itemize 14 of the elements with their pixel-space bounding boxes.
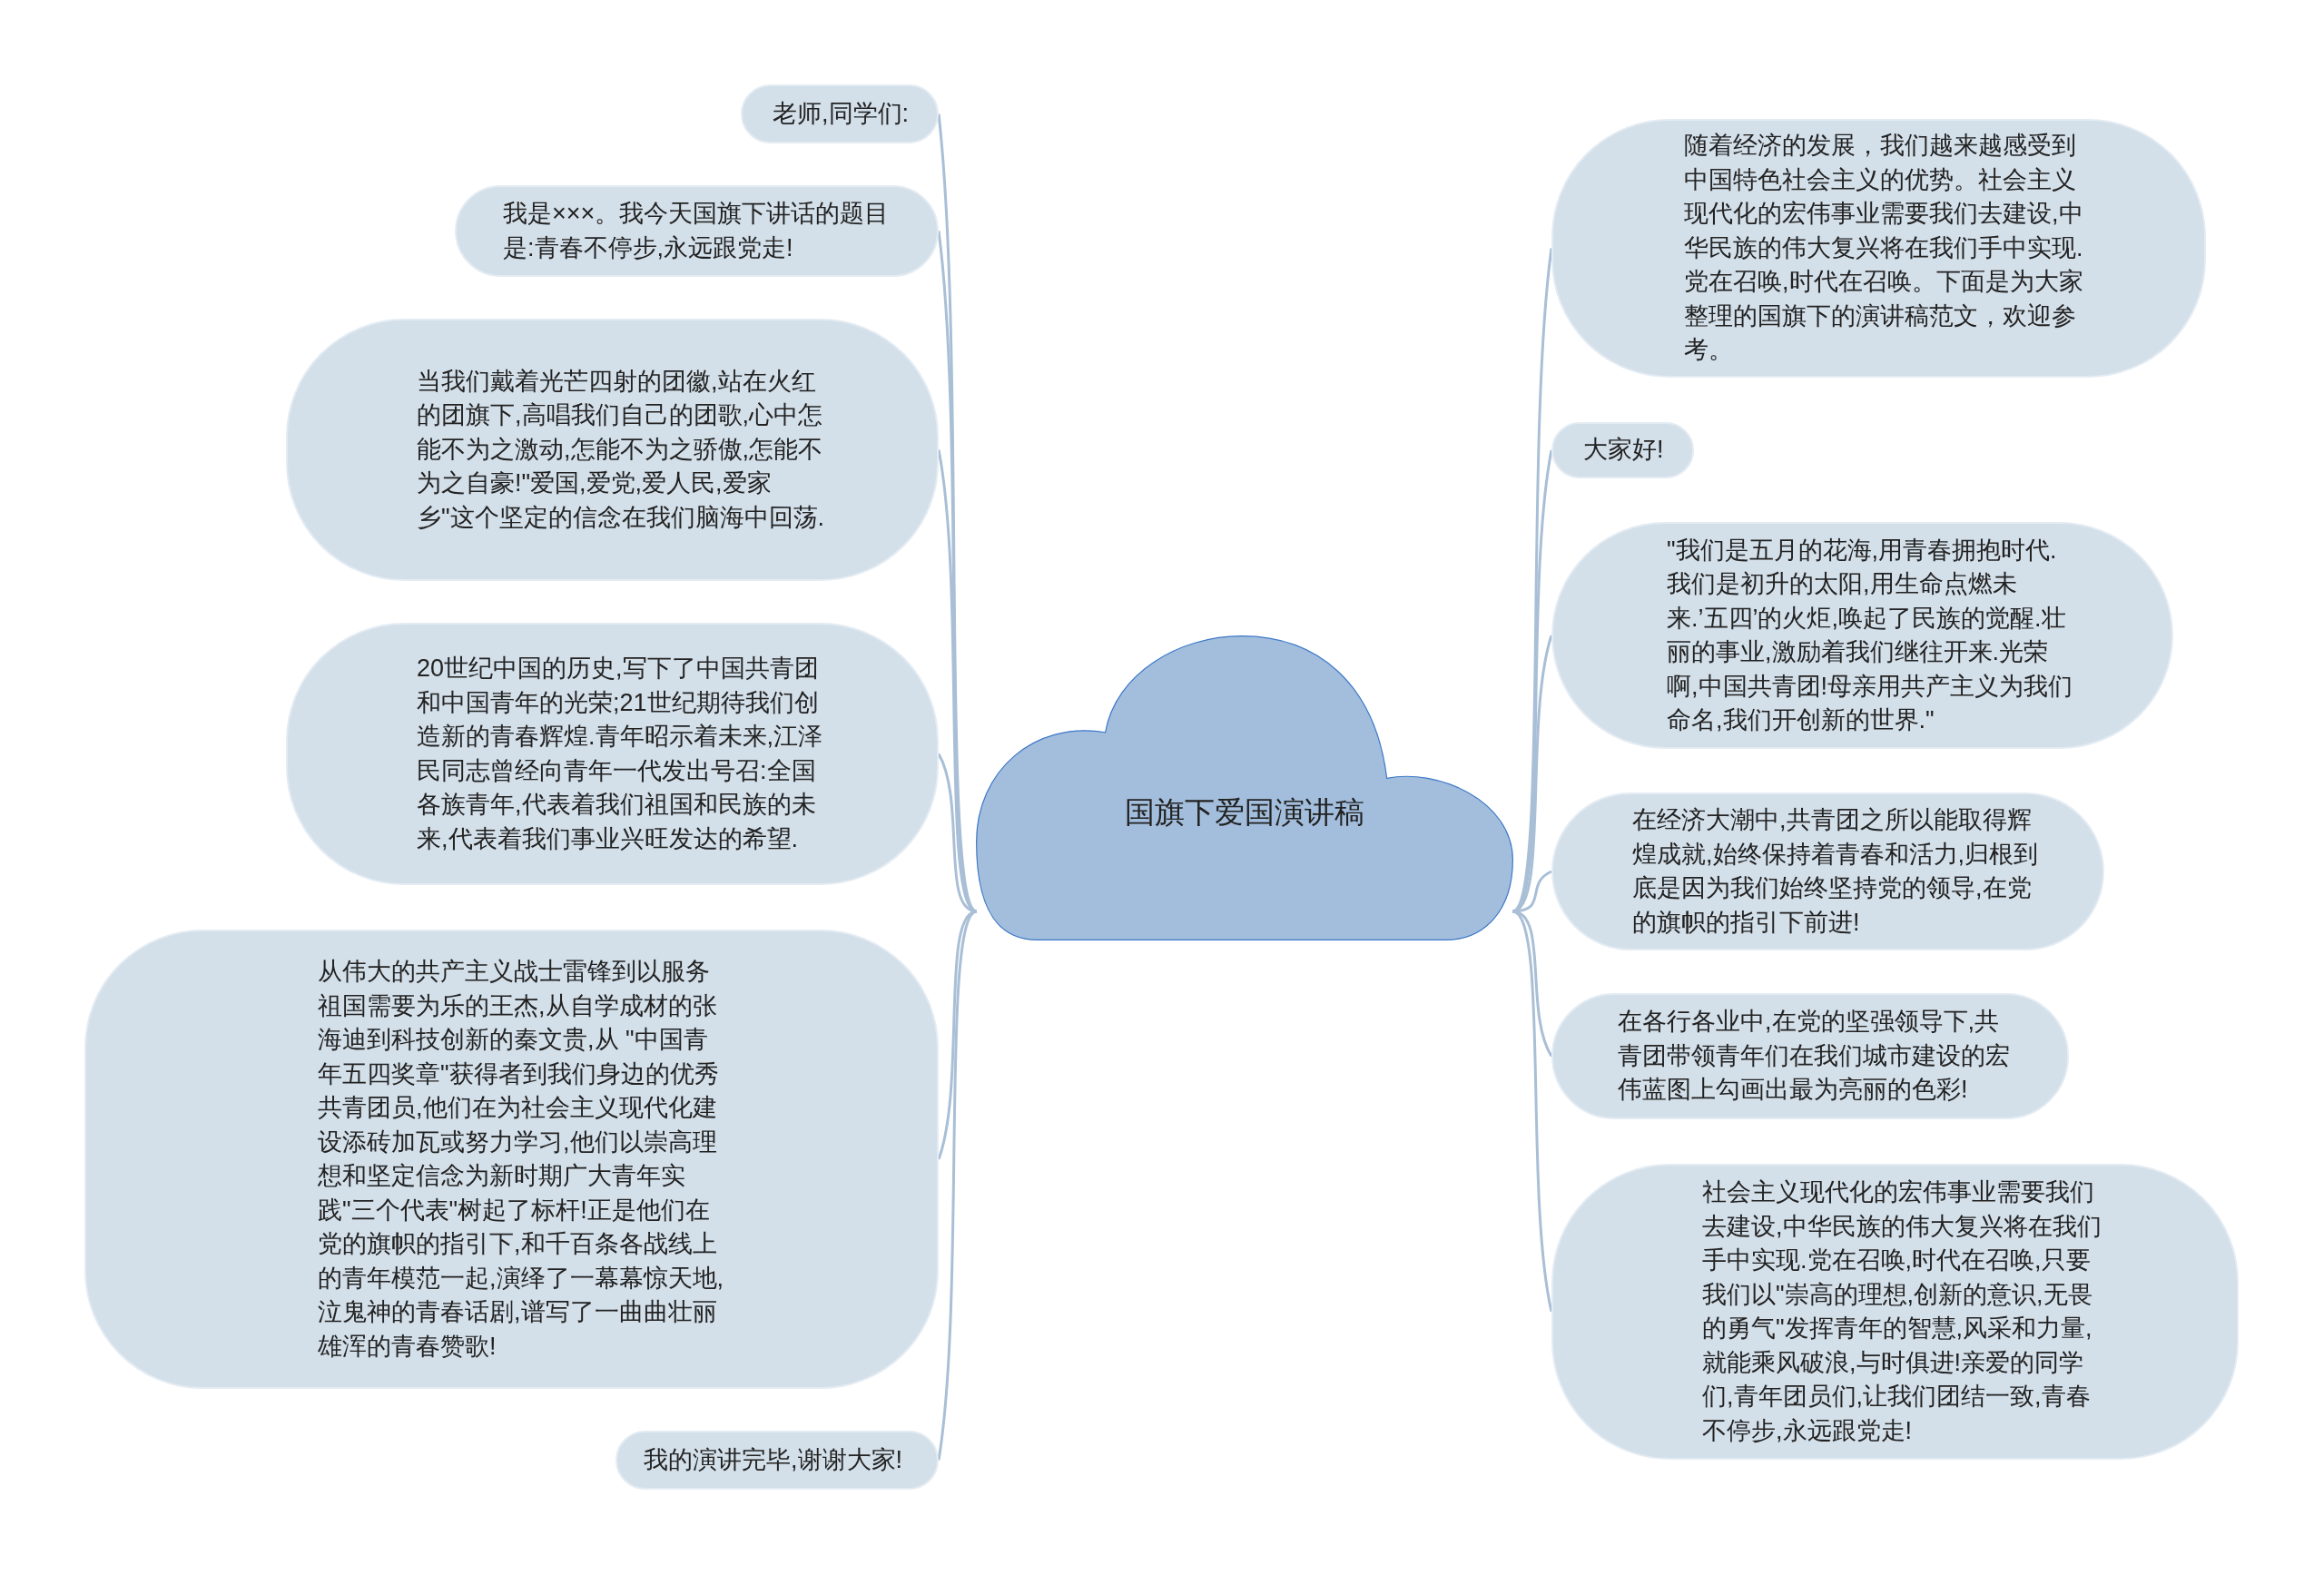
topic-bubble: 当我们戴着光芒四射的团徽,站在火红的团旗下,高唱我们自己的团歌,心中怎能不为之激动,怎能不为之骄傲,怎能不为之自豪!"爱国,爱党,爱人民,爱家乡"这个坚定的信念在我们脑海中回荡.: [286, 319, 939, 581]
topic-bubble: 从伟大的共产主义战士雷锋到以服务祖国需要为乐的王杰,从自学成材的张海迪到科技创新的秦文贵,从 "中国青年五四奖章"获得者到我们身边的优秀共青团员,他们在为社会主义现代化建设添砖加瓦或努力学习,他们以崇高理想和坚定信念为新时期广大青年实践"三个代表"树起了标杆!正是他们在党的旗帜的指引下,和千百条各战线上的青年模范一起,演绎了一幕幕惊天地,泣鬼神的青春话剧,谱写了一曲曲壮丽雄浑的青春赞歌!: [84, 930, 939, 1389]
topic-bubble: 大家好!: [1551, 422, 1694, 478]
topic-bubble: 我是×××。我今天国旗下讲话的题目是:青春不停步,永远跟党走!: [455, 185, 939, 277]
topic-bubble: 老师,同学们:: [741, 84, 939, 143]
topic-bubble: 随着经济的发展，我们越来越感受到中国特色社会主义的优势。社会主义现代化的宏伟事业需要我们去建设,中华民族的伟大复兴将在我们手中实现.党在召唤,时代在召唤。下面是为大家整理的国旗下的演讲稿范文，欢迎参考。: [1551, 119, 2206, 378]
connector-line: [1512, 910, 1553, 1313]
topic-bubble: 社会主义现代化的宏伟事业需要我们去建设,中华民族的伟大复兴将在我们手中实现.党在召唤,时代在召唤,只要我们以"崇高的理想,创新的意识,无畏的勇气"发挥青年的智慧,风采和力量,就能乘风破浪,与时俱进!亲爱的同学们,青年团员们,让我们团结一致,青春不停步,永远跟党走!: [1551, 1164, 2239, 1460]
topic-bubble: 我的演讲完毕,谢谢大家!: [615, 1431, 939, 1490]
topic-bubble: 20世纪中国的历史,写下了中国共青团和中国青年的光荣;21世纪期待我们创造新的青春辉煌.青年昭示着未来,江泽民同志曾经向青年一代发出号召:全国各族青年,代表着我们祖国和民族的未来,代表着我们事业兴旺发达的希望.: [286, 623, 939, 885]
central-topic: 国旗下爱国演讲稿: [1124, 794, 1365, 832]
topic-bubble: "我们是五月的花海,用青春拥抱时代.我们是初升的太阳,用生命点燃未来.’五四’的火炬,唤起了民族的觉醒.壮丽的事业,激励着我们继往开来.光荣啊,中国共青团!母亲用共产主义为我们命名,我们开创新的世界.": [1551, 522, 2173, 749]
topic-bubble: 在经济大潮中,共青团之所以能取得辉煌成就,始终保持着青春和活力,归根到底是因为我们始终坚持党的领导,在党的旗帜的指引下前进!: [1551, 792, 2104, 950]
topic-bubble: 在各行各业中,在党的坚强领导下,共青团带领青年们在我们城市建设的宏伟蓝图上勾画出最为亮丽的色彩!: [1551, 993, 2069, 1119]
